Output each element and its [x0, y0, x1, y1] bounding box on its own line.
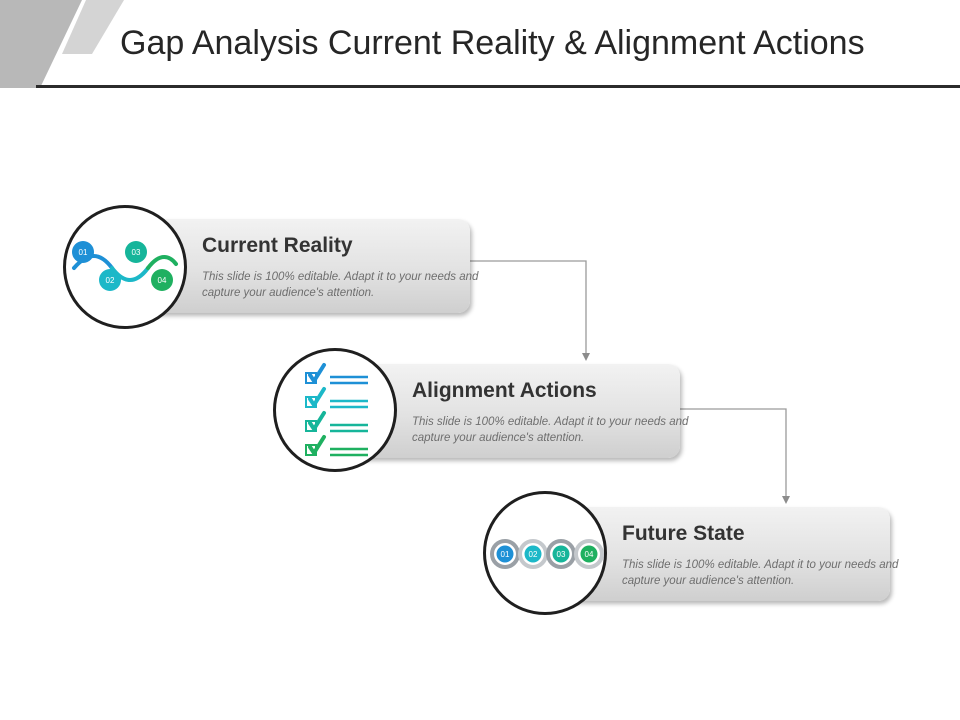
step-description: This slide is 100% editable. Adapt it to…: [412, 416, 689, 444]
step-title: Current Reality: [202, 234, 353, 257]
badge-01: 01: [501, 550, 510, 559]
step-title: Alignment Actions: [412, 379, 597, 402]
badge-03: 03: [557, 550, 566, 559]
wave-steps-icon: 01 02 03 04: [72, 241, 178, 291]
step-icon-circle: 01 02 03 04: [483, 491, 607, 615]
step-icon-circle: 01 02 03 04: [63, 205, 187, 329]
header-divider: [36, 85, 960, 88]
step-title: Future State: [622, 522, 745, 545]
header-decoration: [0, 0, 124, 88]
page-title: Gap Analysis Current Reality & Alignment…: [120, 24, 865, 62]
badge-03: 03: [132, 248, 141, 257]
step-description: This slide is 100% editable. Adapt it to…: [622, 559, 899, 587]
step-description: This slide is 100% editable. Adapt it to…: [202, 271, 479, 299]
linked-rings-icon: 01 02 03 04: [490, 539, 604, 569]
connector-arrow-1: [470, 260, 590, 361]
checklist-icon: [305, 363, 368, 457]
step-icon-circle: [273, 348, 397, 472]
badge-02: 02: [106, 276, 115, 285]
badge-01: 01: [79, 248, 88, 257]
step-card-current-reality: Current Reality This slide is 100% edita…: [150, 219, 478, 313]
step-card-alignment-actions: Alignment Actions This slide is 100% edi…: [360, 364, 688, 458]
badge-02: 02: [529, 550, 538, 559]
step-card-future-state: Future State This slide is 100% editable…: [570, 507, 898, 601]
connector-arrow-2: [680, 408, 790, 504]
badge-04: 04: [158, 276, 167, 285]
badge-04: 04: [585, 550, 594, 559]
